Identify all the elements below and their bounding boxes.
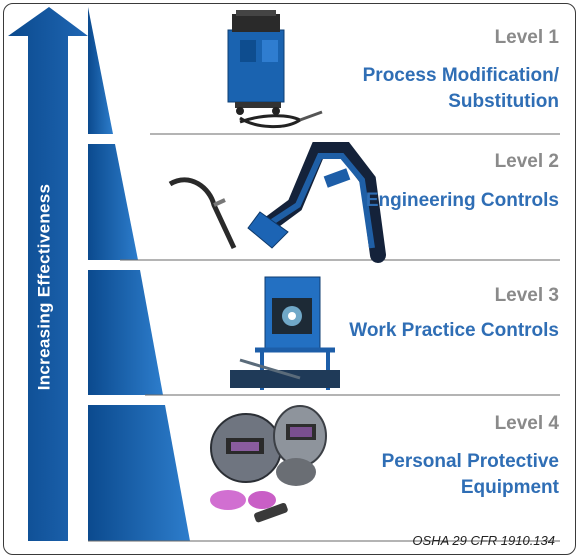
osha-citation: OSHA 29 CFR 1910.134 (412, 533, 555, 548)
side-label-text: Increasing Effectiveness (34, 183, 54, 391)
effectiveness-arrow (8, 7, 88, 541)
fume-extraction-arm-image (168, 142, 386, 263)
level-3-title: Level 3 (494, 285, 559, 306)
level-1-description: Process Modification/ Substitution (362, 65, 559, 112)
level-3-description: Work Practice Controls (349, 320, 559, 341)
increasing-effectiveness-label: Increasing Effectiveness (29, 172, 59, 402)
welding-power-source-image (227, 10, 323, 129)
level-2-title: Level 2 (494, 151, 559, 172)
level-4-description: Personal Protective Equipment (381, 451, 559, 498)
triangle-band-3 (88, 270, 163, 395)
level-4-title: Level 4 (494, 413, 559, 434)
triangle-band-4 (88, 405, 190, 541)
welding-helmets-image (210, 405, 327, 523)
triangle-band-1 (88, 7, 113, 134)
level-1-title: Level 1 (494, 27, 559, 48)
level-2-description: Engineering Controls (365, 190, 559, 211)
welding-booth-image (230, 276, 340, 390)
triangle-band-2 (88, 144, 138, 260)
